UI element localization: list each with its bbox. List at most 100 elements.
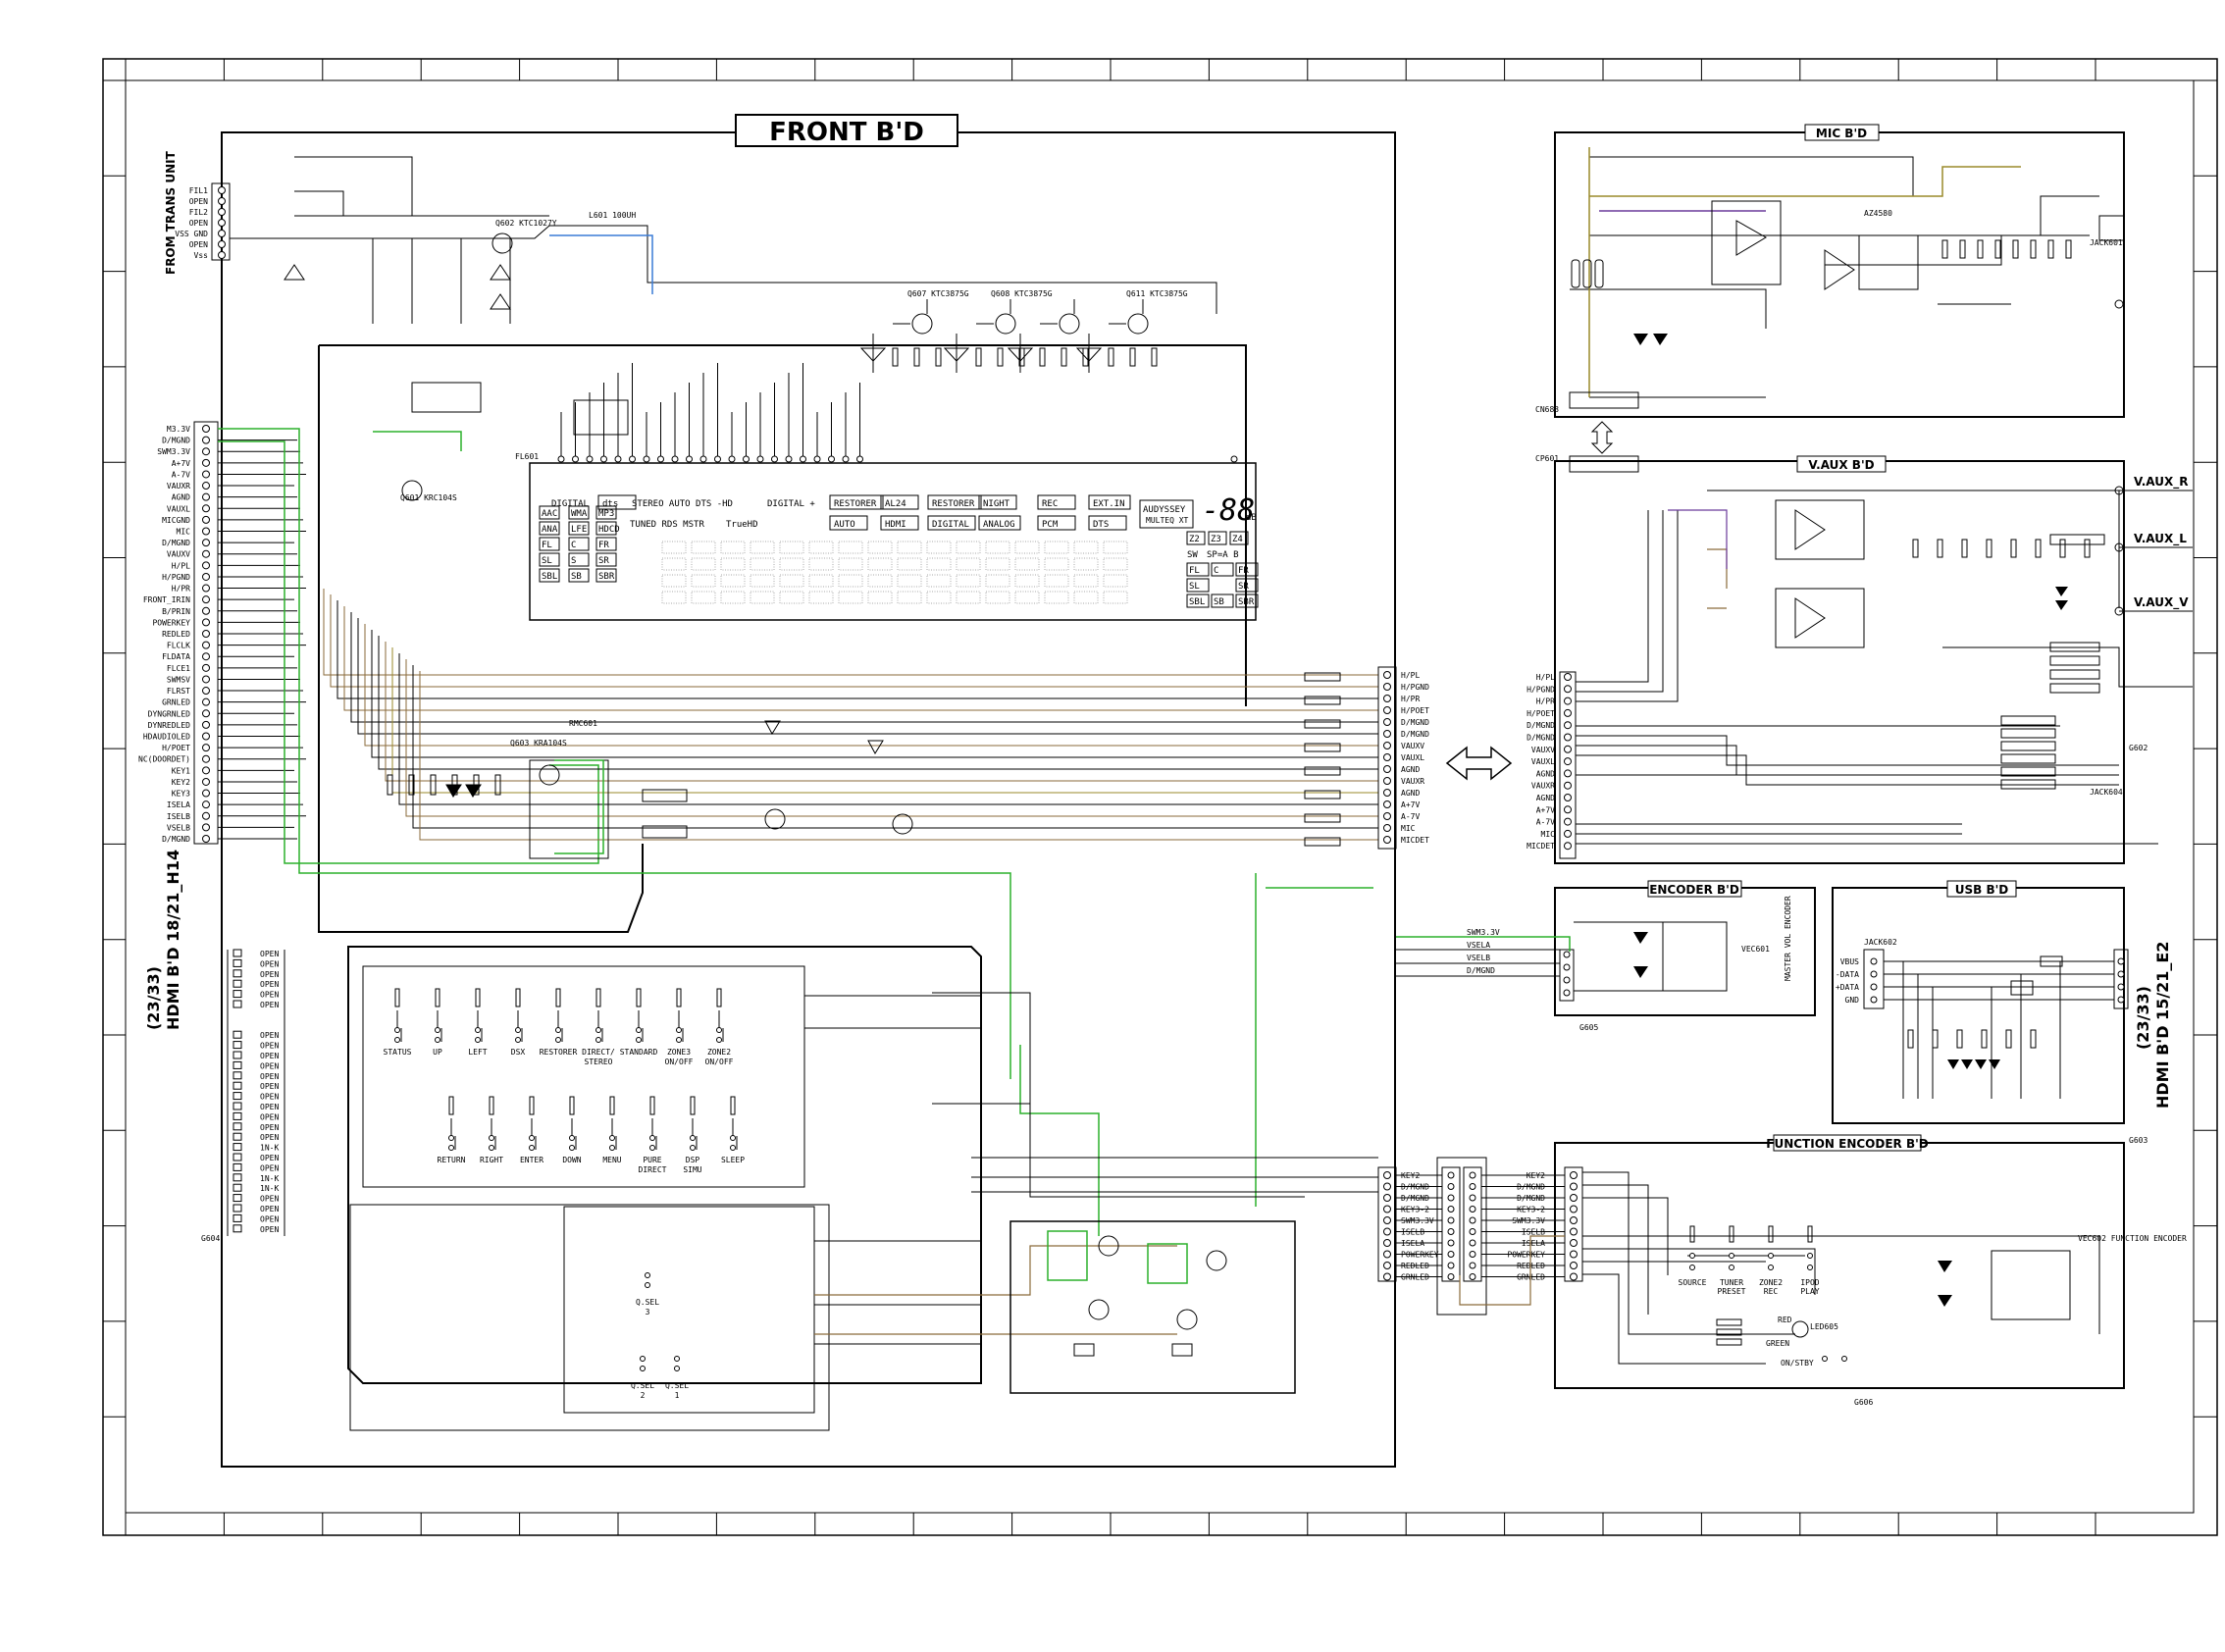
connector-tab bbox=[1571, 259, 1580, 288]
bus-line bbox=[364, 624, 1378, 747]
pin-circle bbox=[1564, 817, 1572, 826]
usb-pin-label: GND bbox=[1845, 996, 1860, 1005]
vfd-channel: SR bbox=[1238, 582, 1249, 592]
pin-circle bbox=[1564, 769, 1572, 778]
pin-circle bbox=[1383, 836, 1391, 844]
vaux-output-label: V.AUX_R bbox=[2134, 475, 2188, 490]
function-pin-label: GRNLED bbox=[1517, 1273, 1545, 1282]
resistor-symbol bbox=[1961, 539, 1968, 558]
vaux-pin-label: MIC bbox=[1541, 830, 1556, 839]
bus-line bbox=[350, 612, 1378, 723]
terminal bbox=[2114, 299, 2124, 309]
left-pin-label: MIC bbox=[177, 528, 191, 537]
transistor-symbol bbox=[1088, 1299, 1110, 1320]
vfd-dot-cell bbox=[956, 591, 981, 604]
vfd-channel-box bbox=[568, 521, 590, 536]
vfd-dot-cell bbox=[838, 574, 863, 588]
vfd-dot-cell bbox=[691, 541, 716, 554]
capacitor-symbol bbox=[233, 1081, 242, 1090]
vfd-indicator: DTS bbox=[1093, 520, 1109, 530]
left-pin-label: H/PR bbox=[172, 585, 190, 594]
switch-label: DSX bbox=[511, 1048, 526, 1057]
vfd-dot-cell bbox=[897, 574, 922, 588]
vfd-indicator: EXT.IN bbox=[1093, 499, 1125, 509]
led-symbol bbox=[764, 720, 884, 755]
cap-value: 1N-K bbox=[260, 1184, 279, 1193]
pin-circle bbox=[1383, 789, 1391, 797]
vfd-channel: SBL bbox=[542, 572, 557, 582]
switch-contact bbox=[636, 1027, 642, 1033]
pin-circle bbox=[1383, 753, 1391, 761]
cn602-pin-label: H/PL bbox=[1401, 671, 1420, 680]
vfd-dot-cell bbox=[661, 557, 687, 571]
left-pin-label: ISELA bbox=[167, 800, 190, 809]
vfd-indicator-box bbox=[927, 494, 982, 510]
pin-circle bbox=[1564, 673, 1572, 681]
vaux-board-title-box bbox=[1796, 455, 1887, 473]
left-pin-label: SWM3.3V bbox=[157, 447, 190, 456]
mid-section-parts bbox=[387, 720, 913, 854]
function-switch-label: PRESET bbox=[1718, 1287, 1746, 1296]
qsel-label: 3 bbox=[646, 1308, 650, 1316]
vfd-pin bbox=[629, 455, 636, 463]
resistor-symbol bbox=[997, 347, 1004, 367]
vfd-indicator: ANALOG bbox=[983, 520, 1015, 530]
vaux-pin-label: H/PGND bbox=[1526, 685, 1555, 694]
trans-pin-label: OPEN bbox=[189, 197, 208, 206]
switch-contact bbox=[649, 1145, 655, 1151]
function-switch-label: ZONE2 bbox=[1759, 1278, 1783, 1287]
diode-symbol bbox=[2055, 587, 2068, 610]
resistor-symbol bbox=[1932, 1029, 1939, 1049]
vfd-dot-cell bbox=[1103, 557, 1128, 571]
cn684-bracket bbox=[1436, 1157, 1487, 1316]
signal-tag bbox=[1304, 719, 1341, 729]
trans-pin-label: VSS GND bbox=[175, 230, 208, 238]
vaux-opamp-2 bbox=[1775, 588, 1865, 648]
cap-block bbox=[2049, 534, 2105, 545]
pin-circle bbox=[218, 230, 226, 237]
vaux-wiring bbox=[1576, 490, 2193, 845]
resistor-symbol bbox=[690, 1096, 696, 1115]
resistor-symbol bbox=[595, 988, 601, 1007]
vfd-pin bbox=[714, 455, 721, 463]
pin-circle bbox=[202, 606, 210, 615]
capacitor-symbol bbox=[233, 1213, 242, 1222]
cn602-pin-label: MIC bbox=[1401, 824, 1416, 833]
vfd-indicator: RESTORER bbox=[834, 499, 877, 509]
vfd-channel: FR bbox=[598, 541, 609, 550]
vaux-pin-label: AGND bbox=[1536, 769, 1555, 778]
switch-contact bbox=[1729, 1265, 1734, 1270]
cn602-pin-label: AGND bbox=[1401, 765, 1420, 774]
key-bus-lines bbox=[804, 992, 1378, 1345]
vfd-dot-cell bbox=[897, 541, 922, 554]
pin-circle bbox=[1447, 1194, 1455, 1202]
opamp-symbol bbox=[1794, 509, 1826, 550]
signal-tag bbox=[1304, 696, 1341, 705]
vfd-zone-box bbox=[1186, 531, 1206, 545]
double-arrow-icon bbox=[1445, 746, 1513, 781]
vfd-dot-cell bbox=[926, 574, 952, 588]
vfd-indicator-box bbox=[1037, 494, 1076, 510]
pin-circle bbox=[1469, 1216, 1476, 1224]
front-board-title-box bbox=[735, 114, 958, 147]
resistor-symbol bbox=[1981, 1029, 1988, 1049]
capacitor-symbol bbox=[233, 1041, 242, 1050]
signal-tag bbox=[1304, 813, 1341, 823]
trans-pin-label: FIL1 bbox=[189, 186, 208, 195]
bus-line bbox=[336, 600, 1378, 699]
switch-contact bbox=[448, 1145, 454, 1151]
cap-value: OPEN bbox=[260, 1163, 279, 1172]
vfd-pin bbox=[785, 455, 793, 463]
left-pin-label: FLCLK bbox=[167, 642, 190, 650]
vfd-dot-cell bbox=[691, 557, 716, 571]
cn683-label: CN683 bbox=[1535, 405, 1559, 414]
mic-board-title-box bbox=[1804, 124, 1880, 141]
signal-tag bbox=[642, 789, 688, 802]
red-label: RED bbox=[1778, 1316, 1792, 1324]
vfd-channel-box bbox=[1211, 594, 1234, 608]
opamp-symbol bbox=[1824, 249, 1855, 290]
switch-label: STEREO bbox=[585, 1058, 613, 1066]
g606-label: G606 bbox=[1854, 1398, 1873, 1407]
switch-contact bbox=[1689, 1253, 1695, 1259]
